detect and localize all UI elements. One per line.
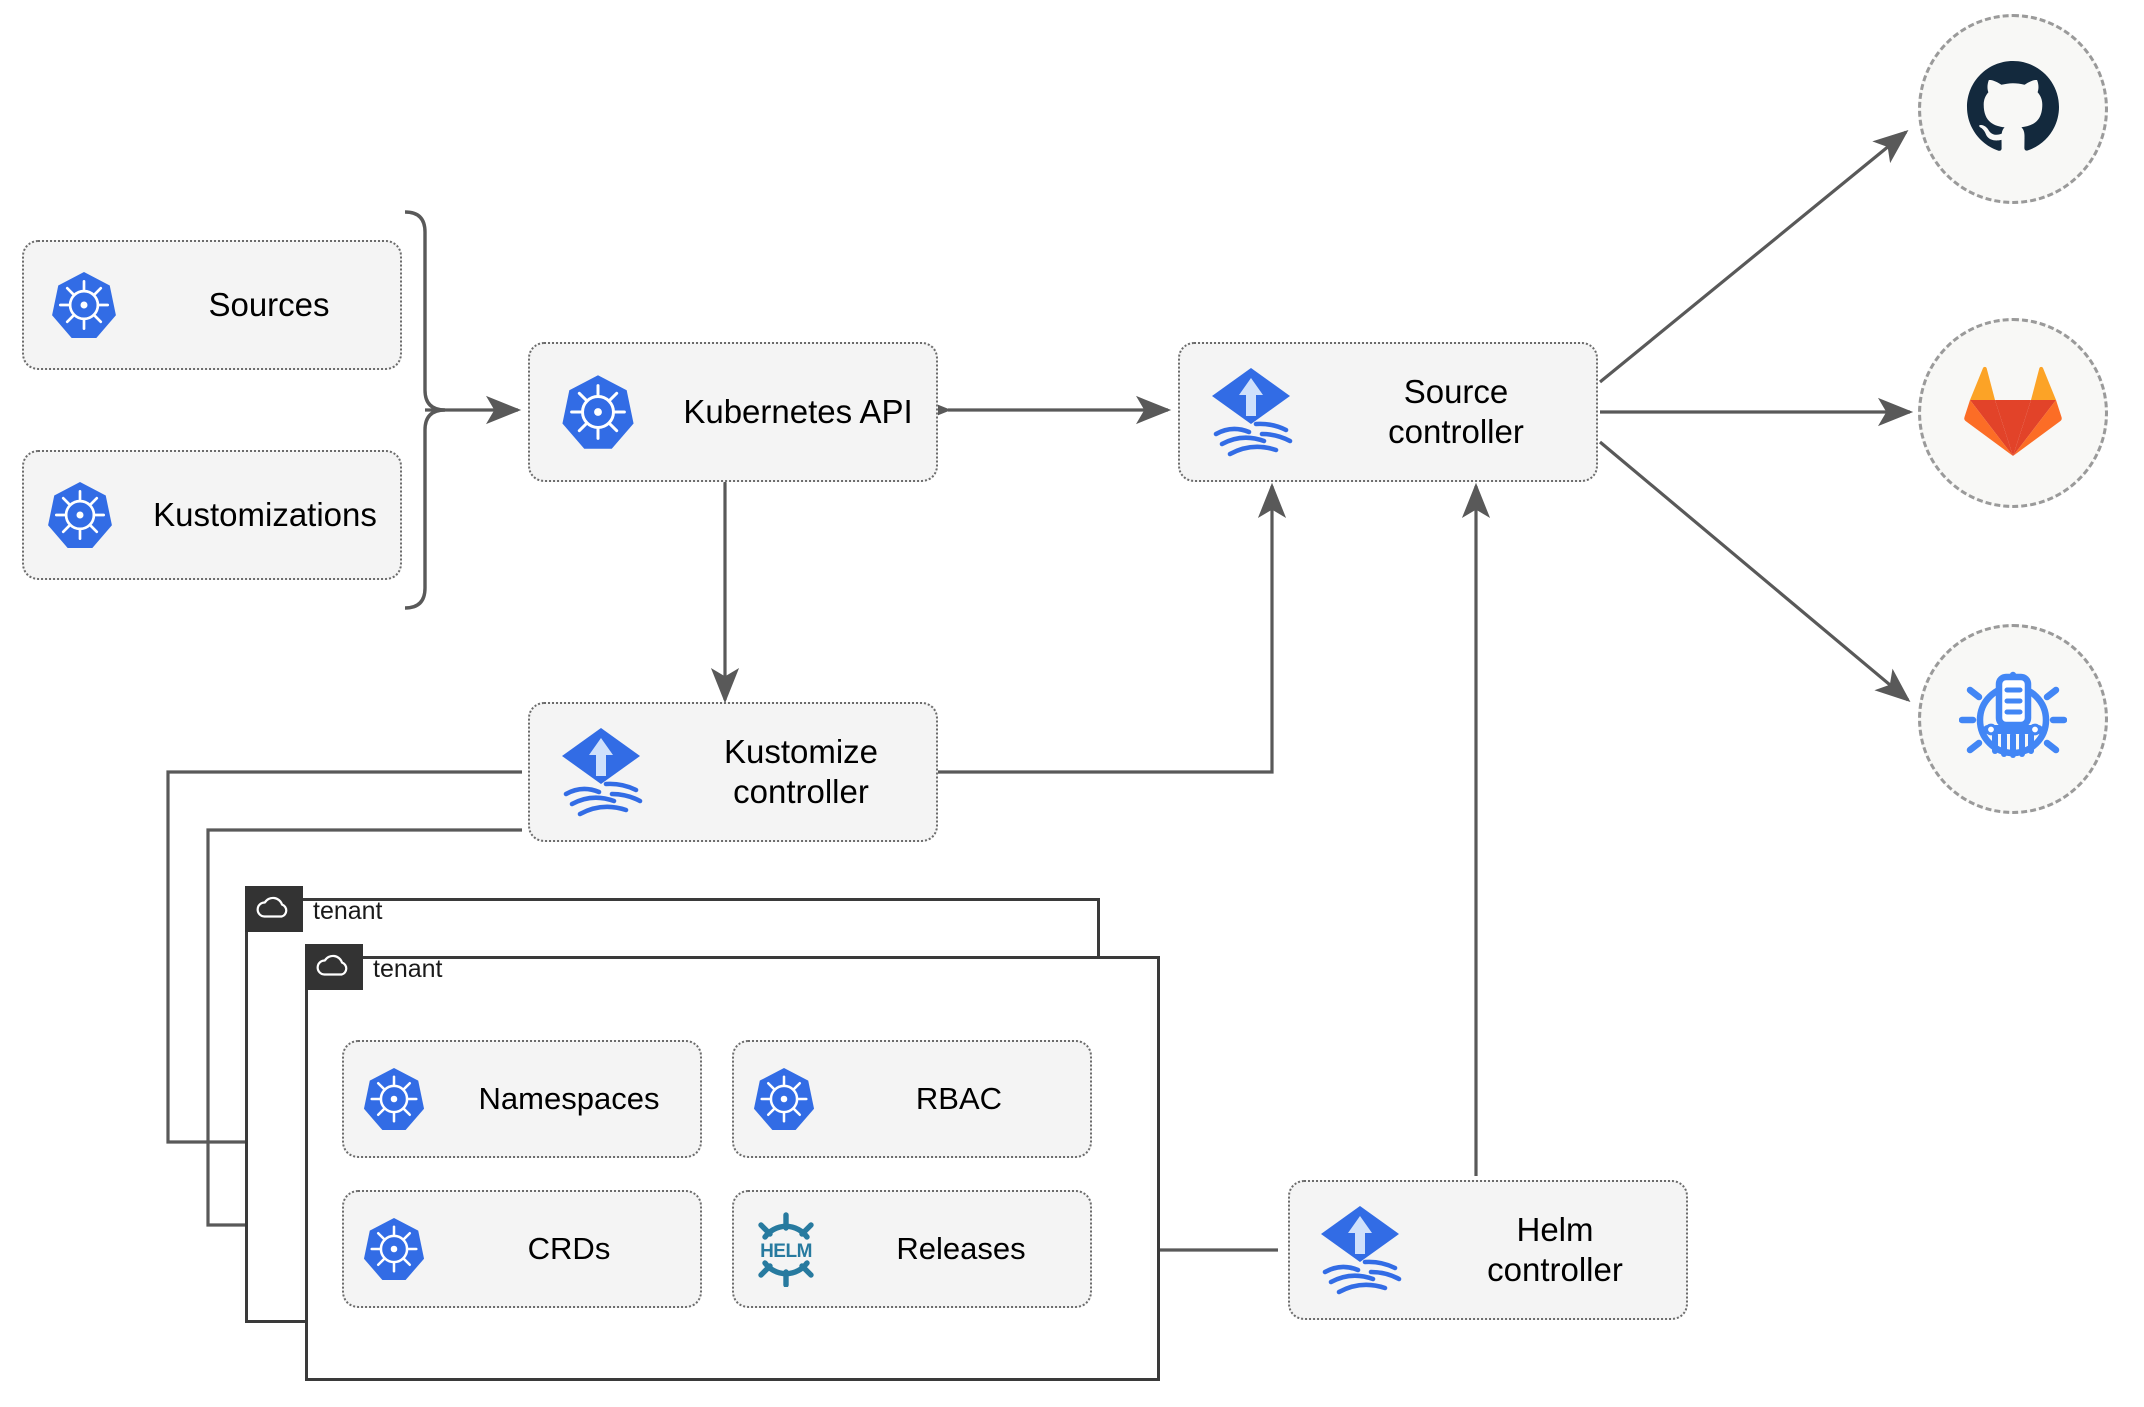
helm-icon: HELM: [734, 1211, 838, 1287]
node-kustomizations-label: Kustomizations: [153, 495, 377, 533]
cloud-icon: [255, 894, 291, 925]
tenant-label-2: tenant: [373, 955, 443, 983]
edge-kustomize-to-source-controller: [938, 482, 1287, 774]
tenant-tab-1[interactable]: [245, 886, 303, 932]
flux-icon: [1180, 364, 1322, 460]
node-kustomize-controller-label: Kustomize controller: [723, 732, 879, 810]
edge-source-to-github: [1598, 129, 1909, 384]
provider-harbor[interactable]: [1918, 624, 2108, 814]
node-kustomize-controller[interactable]: Kustomize controller: [528, 702, 938, 842]
tenant-container-2[interactable]: [305, 956, 1160, 1381]
node-crds-label: CRDs: [527, 1231, 611, 1267]
flux-icon: [530, 724, 672, 820]
svg-text:HELM: HELM: [760, 1241, 812, 1262]
node-releases-label: Releases: [896, 1231, 1026, 1267]
edge-source-to-harbor: [1598, 440, 1911, 703]
tenant-tab-2[interactable]: [305, 944, 363, 990]
flux-icon: [1290, 1202, 1430, 1298]
kubernetes-icon: [24, 270, 144, 340]
node-namespaces-label: Namespaces: [478, 1081, 660, 1117]
kubernetes-icon: [24, 480, 136, 550]
node-helm-controller[interactable]: Helm controller: [1288, 1180, 1688, 1320]
edge-group-brace: [404, 210, 446, 610]
node-kubernetes-api[interactable]: Kubernetes API: [528, 342, 938, 482]
node-crds[interactable]: CRDs: [342, 1190, 702, 1308]
kubernetes-icon: [530, 373, 666, 451]
harbor-icon: [1958, 663, 2068, 776]
node-rbac-label: RBAC: [915, 1081, 1003, 1117]
node-sources-label: Sources: [208, 285, 330, 323]
provider-github[interactable]: [1918, 14, 2108, 204]
tenant-label-1: tenant: [313, 897, 383, 925]
cloud-icon: [315, 952, 351, 983]
kubernetes-icon: [734, 1066, 834, 1132]
node-kustomizations[interactable]: Kustomizations: [22, 450, 402, 580]
gitlab-icon: [1961, 362, 2065, 465]
kubernetes-icon: [344, 1216, 444, 1282]
node-source-controller[interactable]: Source controller: [1178, 342, 1598, 482]
provider-gitlab[interactable]: [1918, 318, 2108, 508]
node-helm-controller-label: Helm controller: [1487, 1210, 1623, 1288]
node-namespaces[interactable]: Namespaces: [342, 1040, 702, 1158]
node-source-controller-label: Source controller: [1388, 372, 1524, 450]
node-rbac[interactable]: RBAC: [732, 1040, 1092, 1158]
node-sources[interactable]: Sources: [22, 240, 402, 370]
kubernetes-icon: [344, 1066, 444, 1132]
github-icon: [1963, 57, 2063, 162]
node-kubernetes-api-label: Kubernetes API: [683, 392, 913, 430]
node-releases[interactable]: HELM Releases: [732, 1190, 1092, 1308]
